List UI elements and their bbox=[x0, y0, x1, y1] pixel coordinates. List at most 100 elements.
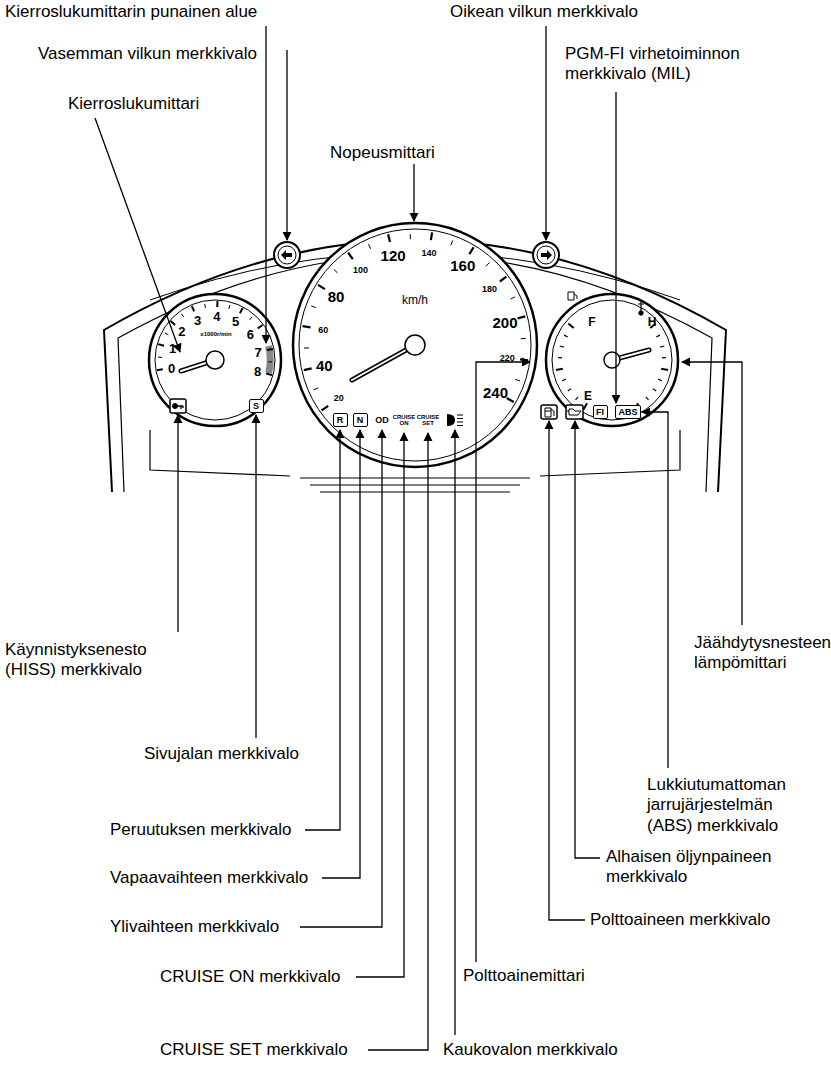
callout-label: Kierroslukumittarin punainen alue bbox=[5, 2, 257, 22]
tick-mark bbox=[348, 253, 353, 259]
tick-mark bbox=[158, 357, 162, 358]
tick-mark bbox=[334, 269, 338, 272]
tick-mark bbox=[568, 389, 571, 391]
tick-mark bbox=[511, 297, 516, 299]
tick-mark bbox=[584, 403, 588, 409]
dial-text: 160 bbox=[450, 258, 475, 273]
tick-mark bbox=[521, 338, 526, 339]
tick-mark bbox=[158, 344, 164, 346]
callout-label: Vapaavaihteen merkkivalo bbox=[110, 868, 308, 888]
tick-mark bbox=[656, 335, 660, 337]
needles bbox=[181, 335, 649, 380]
tick-mark bbox=[558, 357, 562, 358]
dial-text: 0 bbox=[168, 361, 175, 374]
dial-text: H bbox=[648, 316, 657, 328]
dial-text: km/h bbox=[402, 294, 428, 306]
tick-mark bbox=[182, 314, 184, 317]
tick-mark bbox=[431, 232, 432, 240]
callout-label: Lukkiutumattoman jarrujärjestelmän (ABS)… bbox=[647, 775, 822, 836]
callout-label: Sivujalan merkkivalo bbox=[144, 744, 299, 764]
indicator-letter: S bbox=[253, 402, 259, 411]
tick-mark bbox=[662, 357, 666, 358]
tick-mark bbox=[216, 301, 218, 307]
tick-mark bbox=[157, 369, 163, 370]
callout-label: CRUISE SET merkkivalo bbox=[160, 1040, 348, 1060]
dial-text: 40 bbox=[316, 358, 333, 373]
indicator-box: S bbox=[249, 399, 264, 413]
tick-mark bbox=[303, 326, 311, 327]
tick-mark bbox=[500, 277, 506, 282]
indicator-letter: FI bbox=[596, 408, 604, 417]
dial-text: OD bbox=[375, 416, 389, 425]
tick-mark bbox=[518, 316, 526, 318]
callout-label: Ylivaihteen merkkivalo bbox=[110, 917, 279, 937]
dial-text: 2 bbox=[178, 325, 185, 338]
tick-mark bbox=[388, 234, 390, 242]
callout-label: PGM-FI virhetoiminnon merkkivalo (MIL) bbox=[565, 44, 765, 85]
dial-text: 220 bbox=[500, 353, 515, 362]
callout-label: Polttoainemittari bbox=[463, 966, 585, 986]
dial-text: 140 bbox=[421, 249, 436, 258]
tick-mark bbox=[560, 346, 564, 347]
indicator-letter: N bbox=[357, 416, 364, 425]
tick-mark bbox=[204, 304, 206, 308]
callout-label: Alhaisen öljynpaineen merkkivalo bbox=[606, 847, 806, 888]
tick-mark bbox=[267, 349, 273, 350]
tick-mark bbox=[304, 368, 312, 370]
dial-text: 120 bbox=[381, 247, 406, 262]
dial-text: F bbox=[588, 316, 595, 328]
tick-mark bbox=[314, 388, 319, 390]
dial-text: 60 bbox=[318, 325, 328, 334]
tick-mark bbox=[658, 379, 662, 381]
tick-mark bbox=[515, 379, 520, 381]
tick-mark bbox=[369, 244, 371, 249]
tick-mark bbox=[451, 241, 453, 246]
tick-mark bbox=[469, 247, 473, 254]
indicator-box: ABS bbox=[615, 405, 641, 419]
dial-text: 80 bbox=[328, 288, 345, 303]
tick-mark bbox=[646, 397, 649, 400]
dial-text: 6 bbox=[247, 327, 254, 340]
callout-label: Oikean vilkun merkkivalo bbox=[450, 2, 638, 22]
indicator-box: N bbox=[353, 413, 368, 427]
dial-text: 5 bbox=[232, 315, 239, 328]
tick-mark bbox=[576, 397, 579, 400]
indicator-letter: ABS bbox=[618, 408, 637, 417]
tick-mark bbox=[304, 347, 309, 348]
dial-text: 180 bbox=[482, 285, 497, 294]
dial-text: 100 bbox=[353, 265, 368, 274]
indicator-box: R bbox=[333, 413, 348, 427]
tick-mark bbox=[564, 335, 568, 337]
indicator-letter: R bbox=[337, 416, 344, 425]
dial-text: E bbox=[584, 390, 592, 402]
tick-mark bbox=[322, 406, 329, 411]
callout-label: CRUISE ON merkkivalo bbox=[160, 967, 340, 987]
callout-label: Käynnistyksenesto (HISS) merkkivalo bbox=[5, 640, 175, 681]
dial-text: 200 bbox=[493, 314, 518, 329]
tick-mark bbox=[311, 306, 316, 308]
tick-mark bbox=[266, 374, 272, 376]
tick-mark bbox=[520, 359, 528, 360]
icon-indicators bbox=[170, 292, 644, 426]
tick-mark bbox=[268, 361, 272, 362]
callout-label: Nopeusmittari bbox=[330, 143, 435, 163]
gauge-ticks bbox=[157, 232, 668, 410]
dial-text: 7 bbox=[255, 345, 262, 358]
tick-mark bbox=[229, 305, 230, 309]
dial-text: 1 bbox=[169, 342, 176, 355]
dial-text: CRUISE SET bbox=[416, 414, 440, 426]
dial-text: CRUISE ON bbox=[392, 414, 416, 426]
tick-mark bbox=[653, 389, 656, 391]
tick-mark bbox=[258, 325, 263, 329]
tick-mark bbox=[165, 333, 169, 335]
leader-lines bbox=[95, 26, 742, 1050]
indicator-box: FI bbox=[593, 405, 608, 419]
callout-label: Polttoaineen merkkivalo bbox=[590, 910, 770, 930]
turn-signal-indicators bbox=[274, 242, 559, 268]
callout-label: Vasemman vilkun merkkivalo bbox=[38, 44, 257, 64]
tick-mark bbox=[171, 321, 176, 325]
callout-label: Kierroslukumittari bbox=[68, 94, 199, 114]
tick-mark bbox=[240, 308, 243, 313]
tick-mark bbox=[661, 369, 668, 370]
